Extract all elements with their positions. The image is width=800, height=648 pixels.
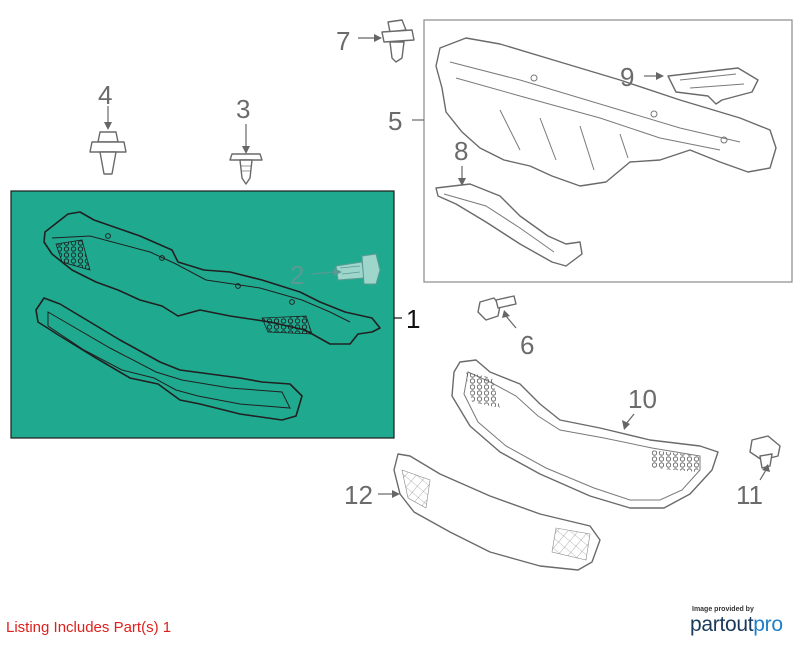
callout-3: 3 xyxy=(236,94,250,124)
lower-bezel-inner xyxy=(47,311,291,409)
bolt-6-shaft xyxy=(495,295,517,309)
clip-3-stem xyxy=(239,159,253,185)
callout-5: 5 xyxy=(388,106,402,136)
leader-2-arrow xyxy=(334,268,342,276)
bezel-12 xyxy=(393,453,601,571)
lower-bezel-strip xyxy=(35,297,303,421)
part-12-lower-bezel[interactable] xyxy=(378,453,601,571)
tie-bar-hole xyxy=(720,136,728,144)
callout-7: 7 xyxy=(336,26,350,56)
mount-hole xyxy=(235,283,241,289)
grille-support-bar xyxy=(43,211,381,345)
pin-7-flange xyxy=(381,29,415,43)
brand-logo-part2: pro xyxy=(753,613,783,636)
part-4-push-pin[interactable] xyxy=(89,106,127,175)
clip-11-stem xyxy=(759,453,773,469)
mount-hole xyxy=(289,299,295,305)
grille-10-honeycomb-right xyxy=(650,450,700,472)
pin-4-stem xyxy=(99,151,117,175)
bezel-12-mesh-left xyxy=(401,469,431,509)
tie-bar-ridge xyxy=(449,61,741,143)
grille-support-honeycomb-right xyxy=(261,315,313,335)
brand-logo[interactable]: partoutpro xyxy=(690,613,783,637)
part-6-bolt[interactable] xyxy=(477,295,517,329)
highlight-group-part-1[interactable] xyxy=(10,190,395,439)
pin-4-cap xyxy=(97,131,119,143)
bracket-8 xyxy=(435,183,583,267)
grille-support-edge xyxy=(51,235,351,323)
callout-8: 8 xyxy=(454,136,468,166)
leader-6 xyxy=(505,315,517,329)
tie-bar-ribs xyxy=(499,109,629,171)
listing-note: Listing Includes Part(s) 1 xyxy=(6,619,172,636)
grille-10-inner xyxy=(463,371,701,501)
pin-4-flange xyxy=(89,141,127,153)
image-credit: Image provided by xyxy=(692,606,754,613)
callout-1: 1 xyxy=(406,304,420,334)
tie-bar-hole xyxy=(530,74,538,82)
callout-10: 10 xyxy=(628,384,657,414)
callout-9: 9 xyxy=(620,62,634,92)
grille-10-honeycomb-left xyxy=(466,372,500,408)
callout-4: 4 xyxy=(98,80,112,110)
leader-10 xyxy=(625,413,635,425)
callout-6: 6 xyxy=(520,330,534,360)
bolt-2-head xyxy=(361,253,381,285)
bezel-12-mesh-right xyxy=(551,527,591,561)
part-3-clip[interactable] xyxy=(229,124,263,185)
leader-2 xyxy=(311,271,335,275)
bolt-6-head xyxy=(477,297,501,321)
mount-hole xyxy=(105,233,111,239)
callout-12: 12 xyxy=(344,480,373,510)
callout-11: 11 xyxy=(736,480,763,510)
brand-logo-part1: partout xyxy=(690,613,754,636)
upper-tie-bar xyxy=(435,37,777,187)
grille-10-frame xyxy=(451,359,719,509)
leader-11 xyxy=(759,469,767,481)
tie-bar-hole xyxy=(650,110,658,118)
clip-3-head xyxy=(229,153,263,161)
tie-bar-ridge xyxy=(455,77,721,151)
mount-hole xyxy=(159,255,165,261)
part-11-clip[interactable] xyxy=(749,435,781,481)
callout-2: 2 xyxy=(290,260,304,290)
radiator-support-assembly[interactable] xyxy=(412,19,793,283)
part-10-grille[interactable] xyxy=(451,359,719,509)
grille-support-honeycomb-left xyxy=(55,239,91,271)
part-2-bolt[interactable] xyxy=(311,253,381,285)
assembly-box xyxy=(423,19,793,283)
pin-7-stem xyxy=(389,41,405,63)
part-7-push-pin[interactable] xyxy=(358,19,415,63)
